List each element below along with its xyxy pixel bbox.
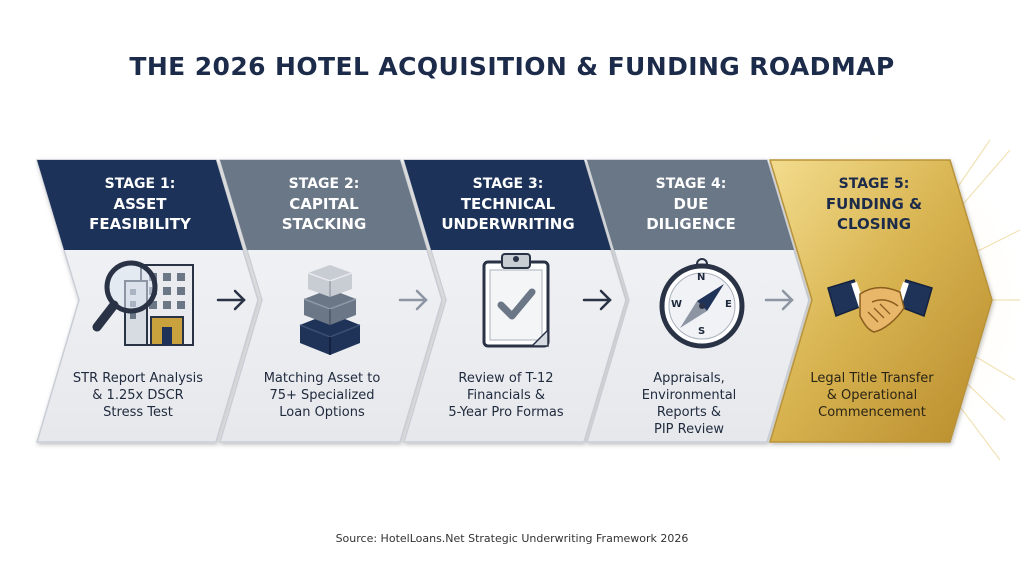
handshake-icon xyxy=(827,279,933,333)
magnifier-building-icon xyxy=(92,260,194,346)
compass-letter-e: E xyxy=(725,299,732,310)
compass-letter-n: N xyxy=(697,272,706,283)
arrow-1-2 xyxy=(216,289,246,311)
arrow-3-4 xyxy=(582,289,612,311)
compass-letter-w: W xyxy=(671,299,683,310)
compass-letter-s: S xyxy=(698,326,706,337)
compass-icon xyxy=(659,258,745,349)
arrow-4-5 xyxy=(764,289,794,311)
source-caption: Source: HotelLoans.Net Strategic Underwr… xyxy=(335,532,689,545)
capital-stack-icon xyxy=(299,265,361,355)
page-title: THE 2026 HOTEL ACQUISITION & FUNDING ROA… xyxy=(129,52,895,81)
arrow-2-3 xyxy=(398,289,428,311)
clipboard-check-icon xyxy=(482,253,550,348)
